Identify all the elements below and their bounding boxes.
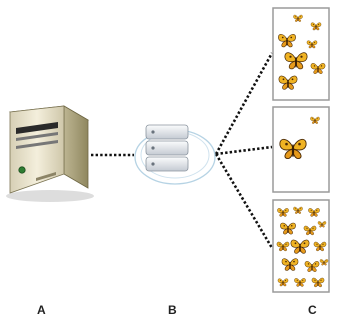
page-butterfly-single (272, 106, 330, 193)
page-butterflies-tiled (272, 199, 330, 293)
label-c: C (308, 303, 317, 317)
printed-pages-group (272, 7, 330, 293)
page-butterflies-pattern (272, 7, 330, 101)
connector-b-to-c-bottom (214, 153, 274, 249)
print-server-stack-icon (134, 124, 216, 185)
label-a: A (37, 303, 46, 317)
connector-lines (91, 52, 274, 249)
connector-b-to-c-top (214, 52, 274, 155)
connector-b-to-c-middle (215, 145, 273, 156)
server-tower-icon (6, 105, 94, 202)
label-b: B (168, 303, 177, 317)
